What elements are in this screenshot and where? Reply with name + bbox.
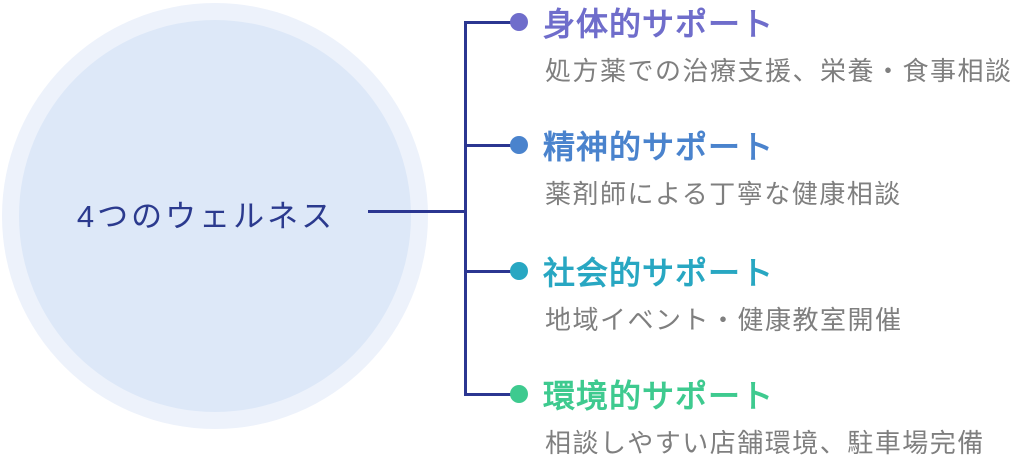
bullet-dot-mental [510, 136, 528, 154]
item-description-physical: 処方薬での治療支援、栄養・食事相談 [545, 56, 1013, 86]
item-title-mental: 精神的サポート [543, 129, 775, 165]
concept-circle: 4つのウェルネス [19, 20, 411, 412]
connector-branch-4 [464, 393, 512, 396]
item-description-mental: 薬剤師による丁寧な健康相談 [545, 179, 902, 209]
connector-branch-2 [464, 144, 512, 147]
connector-main-line [368, 210, 466, 213]
concept-label: 4つのウェルネス [76, 198, 336, 234]
item-description-environmental: 相談しやすい店舗環境、駐車場完備 [545, 428, 985, 455]
connector-vertical-line [464, 21, 467, 395]
connector-branch-3 [464, 270, 512, 273]
bullet-dot-environmental [510, 385, 528, 403]
item-title-physical: 身体的サポート [543, 6, 775, 42]
connector-branch-1 [464, 21, 512, 24]
item-title-environmental: 環境的サポート [543, 378, 775, 414]
concept-circle-ring: 4つのウェルネス [2, 3, 428, 429]
bullet-dot-physical [510, 13, 528, 31]
item-description-social: 地域イベント・健康教室開催 [545, 305, 903, 335]
bullet-dot-social [510, 262, 528, 280]
item-title-social: 社会的サポート [543, 255, 775, 291]
